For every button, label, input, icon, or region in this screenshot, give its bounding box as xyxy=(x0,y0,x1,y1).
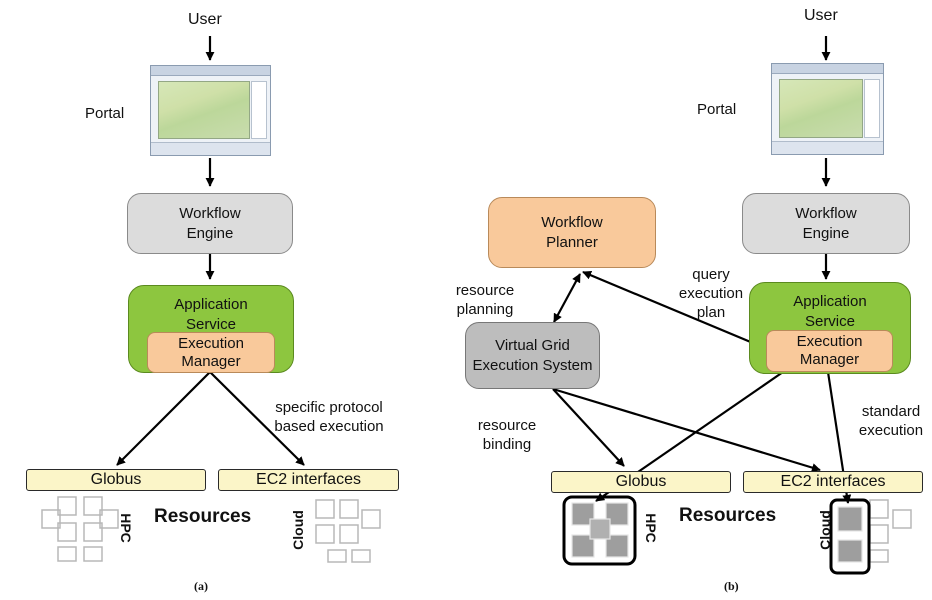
execution-manager-line2-a: Manager xyxy=(181,352,241,370)
status-bar xyxy=(772,141,883,154)
workflow-engine-line1-a: Workflow xyxy=(179,204,241,222)
standard-execution-line2: execution xyxy=(858,422,924,439)
vges-line2: Execution System xyxy=(472,356,593,374)
globus-label-a: Globus xyxy=(90,471,142,488)
standard-execution-line1: standard xyxy=(861,403,921,420)
browser-titlebar xyxy=(772,64,883,74)
resource-binding-line2: binding xyxy=(482,436,532,453)
browser-titlebar xyxy=(151,66,270,76)
cloud-label-b: Cloud xyxy=(816,510,833,550)
cloud-label-a: Cloud xyxy=(289,510,306,550)
portal-screenshot-a xyxy=(150,65,271,156)
map-thumbnail xyxy=(779,79,863,138)
ec2-interface-b: EC2 interfaces xyxy=(743,471,923,493)
standard-execution-label: standard execution xyxy=(852,402,930,440)
caption-a: (a) xyxy=(194,579,208,593)
query-plan-line3: plan xyxy=(696,304,726,321)
workflow-planner-line2: Planner xyxy=(546,233,598,251)
hpc-node-grid-a xyxy=(41,496,119,562)
application-service-line1-a: Application xyxy=(174,296,248,313)
hpc-node-grid-b xyxy=(571,502,629,558)
query-plan-line1: query xyxy=(692,266,730,283)
execution-manager-line1-b: Execution xyxy=(796,333,863,350)
execution-manager-line2-b: Manager xyxy=(799,351,860,368)
cloud-selection-frame xyxy=(829,498,871,575)
execution-manager-line1-a: Execution xyxy=(178,334,244,352)
application-service-line1-b: Application xyxy=(793,293,867,310)
side-panel xyxy=(864,79,880,138)
status-bar xyxy=(151,142,270,155)
resources-panel-a xyxy=(12,490,410,574)
ec2-interface-a: EC2 interfaces xyxy=(218,469,399,491)
cloud-node-grid-a xyxy=(315,499,381,563)
resource-binding-line1: resource xyxy=(477,417,537,434)
vges-line1: Virtual Grid xyxy=(495,336,570,354)
application-service-line2-a: Service xyxy=(185,316,236,333)
cloud-node-grid-b xyxy=(869,499,912,563)
resource-planning-label: resource planning xyxy=(450,281,520,319)
globus-interface-b: Globus xyxy=(551,471,731,493)
application-service-line2-b: Service xyxy=(804,313,855,330)
side-panel xyxy=(251,81,267,139)
workflow-engine-line2-b: Engine xyxy=(802,224,850,242)
portal-label-b: Portal xyxy=(697,101,737,118)
resource-planning-line1: resource xyxy=(455,282,515,299)
resource-planning-line2: planning xyxy=(456,301,514,318)
ec2-label-b: EC2 interfaces xyxy=(780,473,886,490)
hpc-selection-frame xyxy=(562,495,637,566)
portal-label-a: Portal xyxy=(85,105,125,122)
resource-binding-label: resource binding xyxy=(473,416,541,454)
globus-interface-a: Globus xyxy=(26,469,206,491)
map-thumbnail xyxy=(158,81,250,139)
cloud-selected-nodes xyxy=(837,506,863,563)
portal-screenshot-b xyxy=(771,63,884,155)
workflow-planner-line1: Workflow xyxy=(541,213,603,231)
hpc-label-a: HPC xyxy=(117,513,134,543)
arrow-vges-to-ec2 xyxy=(552,387,821,472)
globus-label-b: Globus xyxy=(615,473,667,490)
ec2-label-a: EC2 interfaces xyxy=(256,471,361,488)
arrow-execmgr-to-globus-a xyxy=(116,371,211,466)
protocol-note-line1: specific protocol xyxy=(275,399,383,416)
hpc-label-b: HPC xyxy=(642,513,659,543)
arrow-vges-to-globus xyxy=(552,388,625,467)
workflow-engine-line2-a: Engine xyxy=(186,224,234,242)
resources-label-b: Resources xyxy=(679,505,777,526)
protocol-note-a: specific protocol based execution xyxy=(266,398,392,436)
arrow-planner-vges xyxy=(553,273,581,323)
workflow-engine-line1-b: Workflow xyxy=(795,204,857,222)
query-plan-label: query execution plan xyxy=(674,265,748,322)
resources-panel-b xyxy=(535,490,929,574)
resources-label-a: Resources xyxy=(154,506,252,527)
protocol-note-line2: based execution xyxy=(274,418,384,435)
user-label-b: User xyxy=(804,7,838,24)
caption-b: (b) xyxy=(724,579,739,593)
query-plan-line2: execution xyxy=(678,285,744,302)
user-label-a: User xyxy=(188,11,222,28)
